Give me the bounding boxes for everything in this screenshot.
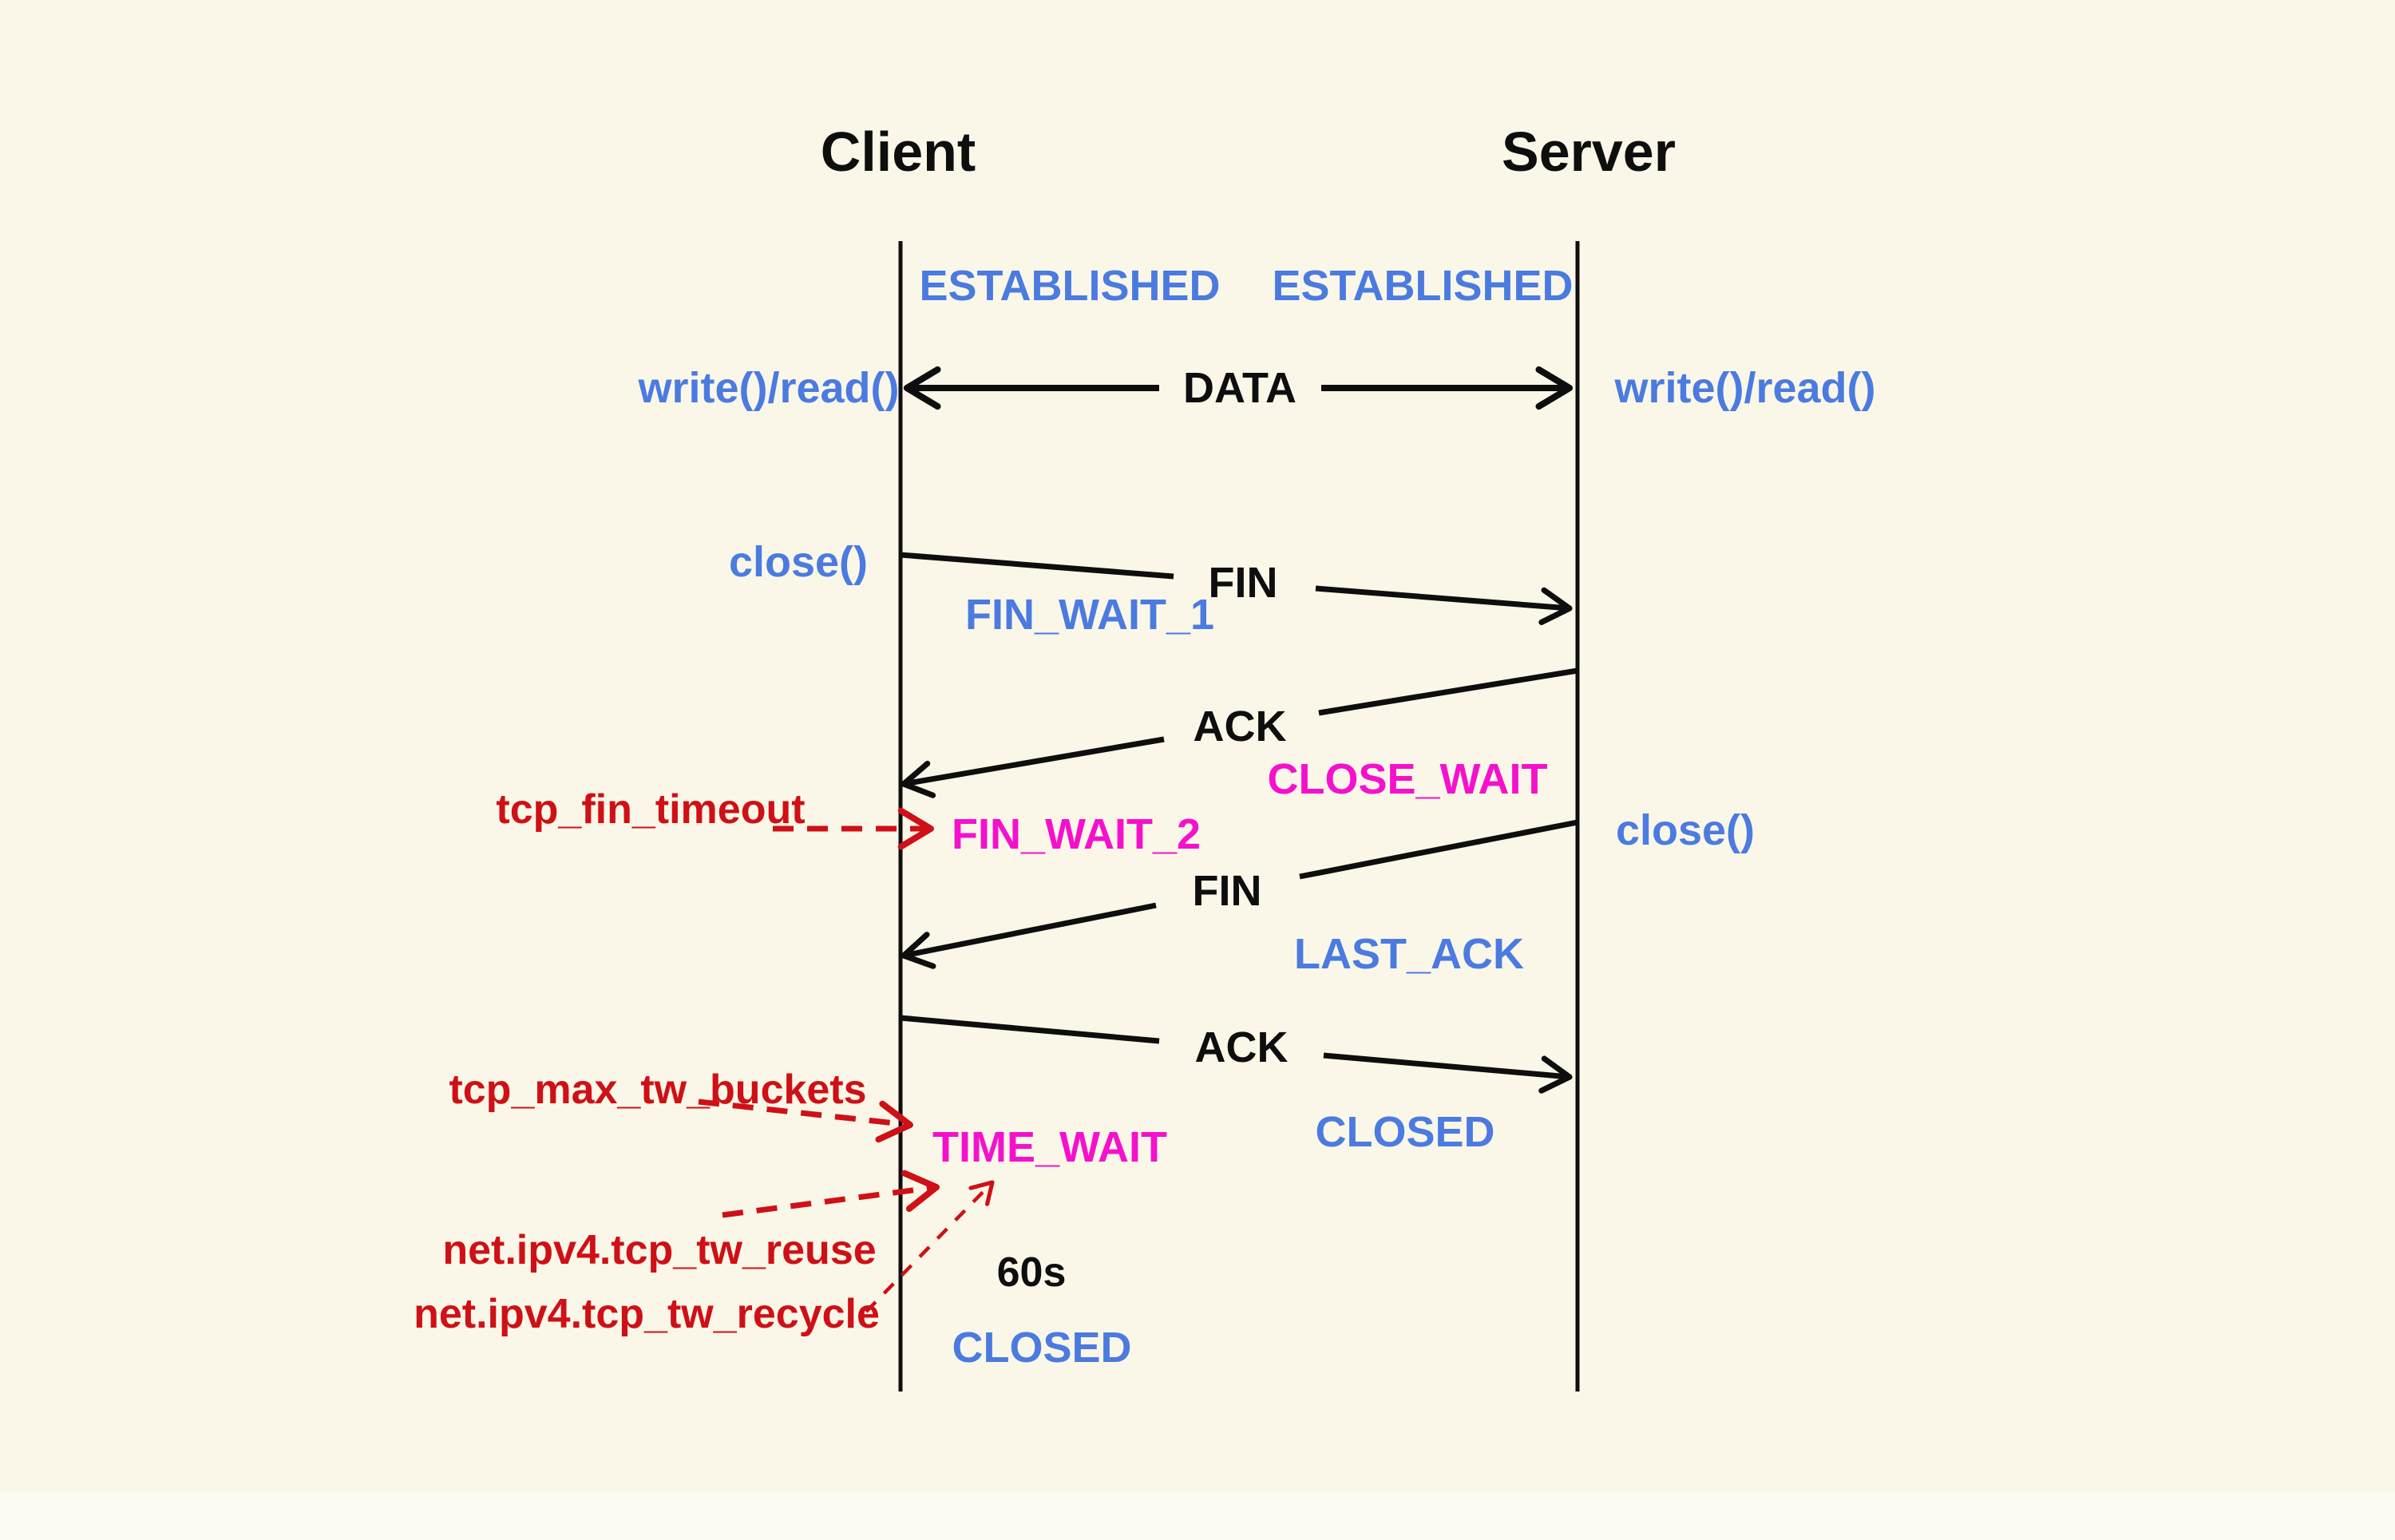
tcp-max-tw-buckets-arrow <box>698 1099 913 1143</box>
ack-1-message-label: ACK <box>1193 703 1287 750</box>
data-message-label: DATA <box>1183 364 1296 412</box>
client-title: Client <box>820 121 976 183</box>
server-write-read-call: write()/read() <box>1614 364 1876 412</box>
footer-band <box>0 1491 2395 1540</box>
client-established-state: ESTABLISHED <box>919 262 1221 310</box>
tcp-tw-recycle-arrow <box>865 1180 995 1313</box>
tcp-tw-reuse-arrow <box>722 1170 940 1218</box>
tcp-max-tw-buckets-label: tcp_max_tw_buckets <box>449 1067 867 1113</box>
time-wait-duration-label: 60s <box>996 1249 1067 1296</box>
tcp-fin-timeout-label: tcp_fin_timeout <box>496 786 806 833</box>
server-last-ack-state: LAST_ACK <box>1293 930 1525 978</box>
client-time-wait-state: TIME_WAIT <box>932 1123 1167 1171</box>
fin-arrow-2 <box>901 819 1578 969</box>
ack-arrow-1 <box>901 667 1578 798</box>
server-established-state: ESTABLISHED <box>1272 262 1574 310</box>
server-close-call: close() <box>1615 806 1756 854</box>
client-write-read-call: write()/read() <box>638 364 900 412</box>
server-title: Server <box>1502 121 1676 183</box>
ack-2-message-label: ACK <box>1194 1023 1289 1071</box>
server-closed-state: CLOSED <box>1315 1108 1495 1156</box>
client-fin-wait-2-state: FIN_WAIT_2 <box>951 810 1201 858</box>
fin-arrow-1 <box>900 552 1573 626</box>
client-fin-wait-1-state: FIN_WAIT_1 <box>964 591 1215 639</box>
fin-1-message-label: FIN <box>1208 559 1278 607</box>
fin-2-message-label: FIN <box>1192 867 1262 915</box>
tcp-tw-reuse-label: net.ipv4.tcp_tw_reuse <box>442 1227 877 1273</box>
ack-arrow-2 <box>900 1015 1573 1094</box>
client-close-call: close() <box>728 538 869 586</box>
client-closed-state: CLOSED <box>952 1324 1132 1372</box>
server-close-wait-state: CLOSE_WAIT <box>1267 755 1548 803</box>
tcp-tw-recycle-label: net.ipv4.tcp_tw_recycle <box>414 1291 880 1337</box>
